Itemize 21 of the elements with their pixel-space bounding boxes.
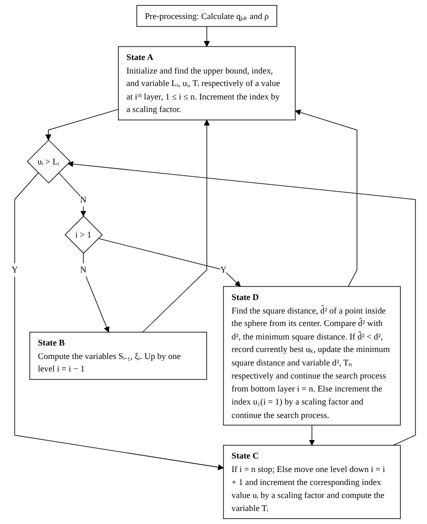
node-box: State B Compute the variables Sᵢ₋₁, ξᵢ. Up by one level i = i − 1 [29, 332, 208, 380]
arrow [14, 172, 224, 470]
node-box: State C If i = n stop; Else move one level down i = i + 1 and increment the corresponding index value uᵢ by a scaling factor and compute the variable Tᵢ [223, 444, 401, 519]
arrow [204, 26, 210, 47]
arrow [68, 161, 416, 446]
edge-label: Y [220, 264, 226, 275]
node-diamond: uᵢ > Lᵢ [26, 140, 71, 184]
arrow [82, 252, 110, 332]
arrow [294, 110, 358, 287]
arrow [45, 109, 119, 140]
node-diamond: i > 1 [64, 216, 103, 254]
node-box: State D Find the square distance, d̂² of a point inside the sphere from its center. Compare d̂² with d², the minimum square distance. If d̂² < d², record currently best uₖ, update the minimum square distance and variable d², Tₙ respectively and continue the search process from bottom layer i = n. Else increment the index u₁(i = 1) by a scaling factor and continue the search process. [223, 286, 401, 426]
node-box: Pre-processing: Calculate qⱼ,ₖ and ρ [136, 5, 278, 27]
edge-label: N [80, 264, 86, 275]
arrow [98, 238, 241, 287]
node-box: State A Initialize and find the upper bound, index, and variable Lᵢ, uᵢ, Tᵢ respectively of a value at iᵗʰ layer, 1 ≤ i ≤ n. Increment the index by a scaling factor. [118, 46, 296, 120]
edge-label: N [80, 194, 86, 204]
arrow [58, 172, 86, 216]
edge-label: Y [12, 264, 18, 275]
arrow [142, 120, 210, 333]
arrow [308, 424, 315, 446]
